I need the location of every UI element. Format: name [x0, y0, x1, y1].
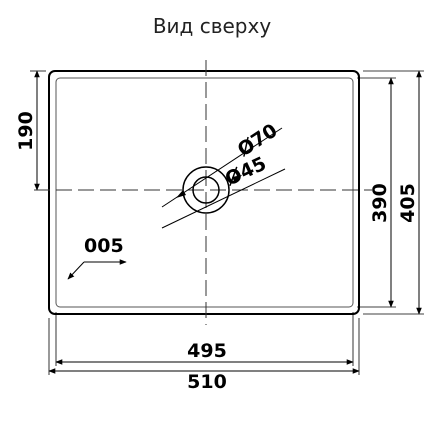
diameter-70-arrow — [176, 190, 186, 198]
view-title: Вид сверху — [152, 14, 272, 38]
dim-390-label: 390 — [369, 183, 391, 223]
dim-510-label: 510 — [187, 371, 227, 393]
dim-405-label: 405 — [397, 183, 419, 223]
sink-outer-outline — [48, 70, 360, 315]
wall-offset-leader — [67, 261, 85, 280]
diameter-45-arrow — [232, 175, 242, 183]
dim-495-label: 495 — [187, 340, 227, 362]
drain-inner-circle — [192, 176, 220, 204]
dim-wall-offset-label: 005 — [84, 235, 124, 257]
diameter-45-leader — [161, 168, 286, 229]
sink-inner-outline — [55, 77, 354, 308]
dim-190-label: 190 — [15, 111, 37, 151]
